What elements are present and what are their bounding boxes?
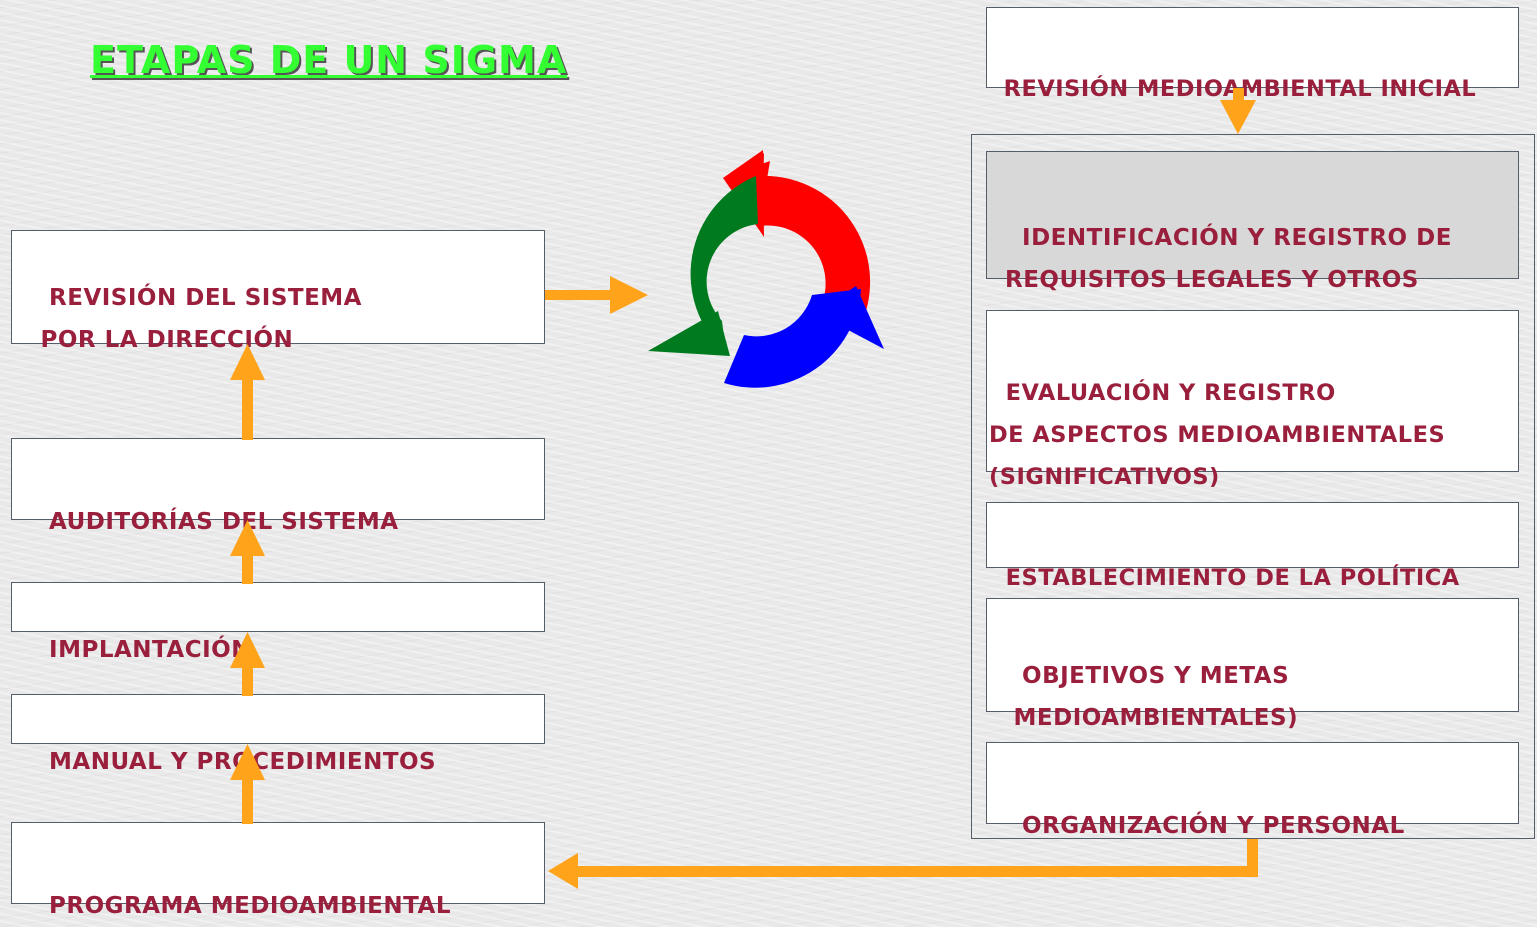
box-organizacion-label: ORGANIZACIÓN Y PERSONAL [1022, 813, 1405, 839]
box-auditorias: AUDITORÍAS DEL SISTEMA [11, 438, 545, 535]
box-revision-inicial: REVISIÓN MEDIOAMBIENTAL INICIAL [986, 7, 1519, 102]
arrow-up-icon [230, 744, 265, 824]
box-auditorias-label: AUDITORÍAS DEL SISTEMA [49, 509, 399, 535]
box-requisitos-label: IDENTIFICACIÓN Y REGISTRO DE REQUISITOS … [1005, 225, 1452, 293]
box-politica: ESTABLECIMIENTO DE LA POLÍTICA [986, 502, 1519, 591]
diagram-title: ETAPAS DE UN SIGMA [90, 38, 568, 82]
box-implantacion-label: IMPLANTACIÓN [49, 637, 251, 663]
arrow-up-icon [230, 520, 265, 584]
box-implantacion: IMPLANTACIÓN [11, 582, 545, 663]
arrow-up-icon [230, 632, 265, 696]
box-requisitos: IDENTIFICACIÓN Y REGISTRO DE REQUISITOS … [986, 151, 1519, 293]
arrow-left-icon [548, 839, 1258, 889]
cycle-arrows-icon [648, 150, 884, 388]
box-manual: MANUAL Y PROCEDIMIENTOS [11, 694, 545, 775]
box-politica-label: ESTABLECIMIENTO DE LA POLÍTICA [1005, 565, 1460, 591]
box-revision-sistema: REVISIÓN DEL SISTEMA POR LA DIRECCIÓN [11, 230, 545, 353]
box-organizacion: ORGANIZACIÓN Y PERSONAL [986, 742, 1519, 839]
box-manual-label: MANUAL Y PROCEDIMIENTOS [49, 749, 437, 775]
box-objetivos-label: OBJETIVOS Y METAS MEDIOAMBIENTALES) [1013, 663, 1299, 731]
box-objetivos: OBJETIVOS Y METAS MEDIOAMBIENTALES) [986, 598, 1519, 731]
connector-arrows [230, 88, 1258, 889]
arrow-right-icon [545, 276, 648, 314]
arrow-up-icon [230, 344, 265, 440]
box-revision-inicial-label: REVISIÓN MEDIOAMBIENTAL INICIAL [1003, 76, 1477, 102]
box-aspectos-label: EVALUACIÓN Y REGISTRO DE ASPECTOS MEDIOA… [989, 380, 1446, 490]
box-revision-sistema-label: REVISIÓN DEL SISTEMA POR LA DIRECCIÓN [40, 285, 362, 353]
planning-group-frame [971, 134, 1535, 839]
arrow-down-icon [1220, 88, 1256, 134]
box-aspectos: EVALUACIÓN Y REGISTRO DE ASPECTOS MEDIOA… [986, 310, 1519, 490]
